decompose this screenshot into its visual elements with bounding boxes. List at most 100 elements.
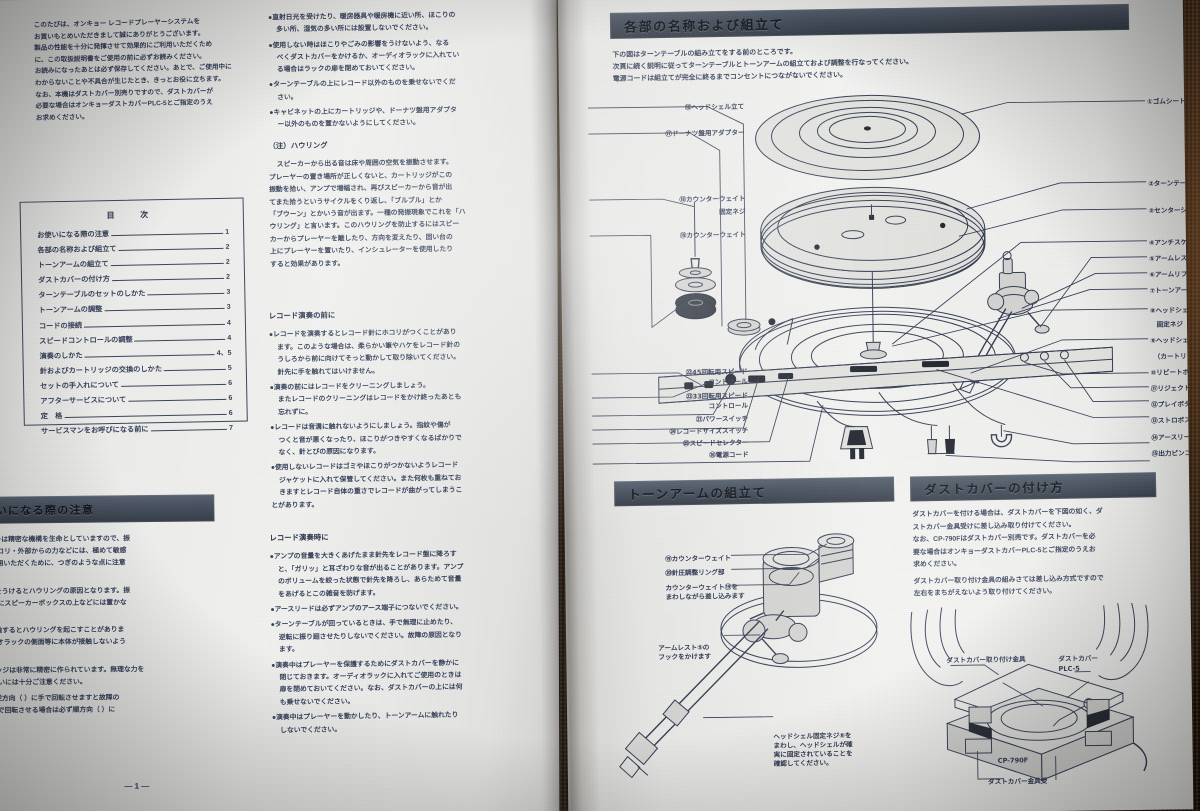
bullet-line: る場合はラックの扉を閉めておいてください。 [276, 64, 419, 74]
diagram-label: （カートリッジ） [1156, 351, 1194, 361]
mid-top-bullets: ●直射日光を受けたり、暖房器具や暖房機に近い所、ほこりの 多い所、湿気の多い所に… [268, 9, 510, 135]
bp-line: なく、針とびの原因になります。 [278, 447, 380, 457]
caution-line: してください。 [0, 568, 198, 582]
toc-leader [104, 308, 225, 312]
toc-leader [134, 338, 226, 342]
page-number: — 1 — [124, 781, 150, 791]
toc-title: 目 次 [106, 210, 158, 221]
toc-entry-label: トーンアームの調整 [38, 304, 103, 315]
right-page: 各部の名称および組立て 下の図はターンテーブルの組み立てをする前のところです。 … [557, 0, 1194, 811]
toc-page-number: 7 [228, 424, 234, 433]
caution-banner-text: お取り扱いになる際の注意 [0, 504, 95, 518]
control-panel-art [658, 346, 1114, 404]
toc-entry-label: 演奏のしかた [39, 350, 83, 361]
main-banner-text: 各部の名称および組立て [623, 16, 785, 35]
toc-leader [120, 383, 227, 387]
dc-line: 求めください。 [913, 560, 961, 569]
dustcover-callout: ダストカバー金具受 [987, 777, 1048, 787]
wp-line: ●アースリードは必ずアンプのアース端子につないでください。 [270, 603, 463, 614]
hands-art [910, 602, 1149, 687]
howling-line: すると効果があります。 [270, 260, 345, 269]
dustcover-callout: ダストカバー取り付け金具 [946, 655, 1026, 665]
left-page: このたびは、オンキョー レコードプレーヤーシステムを お買いもとめいただきまして… [0, 0, 560, 811]
dustcover-callout: CP-790F [997, 756, 1029, 765]
tonearm-callout: 確認してください。 [773, 758, 833, 768]
bullet-line: ー以外のものを置かないようにしてください。 [277, 119, 420, 129]
toc-row[interactable]: 定 格 6 [41, 408, 233, 422]
rubber-mat-art [755, 94, 981, 180]
toc-row[interactable]: 演奏のしかた 4、5 [39, 348, 231, 362]
toc-entry-label: お使いになる際の注意 [37, 229, 110, 240]
tonearm-banner-text: トーンアームの組立て [628, 485, 767, 503]
toc-leader [84, 323, 226, 328]
diagram-label: ⑬ストロボスコープ [1151, 415, 1194, 425]
diagram-label: ⑨ヘッドシェル [1150, 336, 1194, 345]
toc-entry-label: スピードコントロールの調整 [39, 334, 133, 346]
toc-page-number: 1 [225, 228, 230, 236]
intro-paragraph: このたびは、オンキョー レコードプレーヤーシステムを お買いもとめいただきまして… [34, 15, 241, 131]
wp-line: も乗せないでください。 [279, 698, 355, 707]
diagram-label: 固定ネジ [1149, 320, 1184, 329]
toc-entry-label: ダストカバーの付け方 [37, 274, 111, 285]
toc-page-number: 2 [226, 274, 231, 282]
toc-row[interactable]: トーンアームの組立て 2 [38, 257, 230, 271]
dustcover-callout: ダストカバー [1058, 654, 1099, 664]
counterweight-art [674, 201, 717, 320]
bp-line: 針先に手を触れてはいけません。 [277, 367, 379, 376]
bullet-line: 多い所、湿気の多い所には設置しないでください。 [276, 24, 433, 34]
toc-page-number: 2 [225, 258, 230, 267]
diagram-label: ③センターシャフト [1148, 205, 1194, 215]
toc-leader [84, 353, 215, 358]
diagram-label: ⑧ヘッドシェル [1149, 306, 1194, 315]
toc-row[interactable]: お使いになる際の注意 1 [37, 227, 229, 241]
dustcover-banner: ダストカバーの付け方 [909, 472, 1157, 502]
toc-row[interactable]: ダストカバーの付け方 2 [38, 272, 230, 286]
toc-page-number: 6 [228, 409, 233, 417]
tonearm-callout: ⑳針圧調整リング部 [665, 568, 725, 578]
caution-line: まわしてください。 [0, 715, 200, 729]
toc-entry-label: トーンアームの組立て [37, 259, 109, 270]
tonearm-assembly-diagram [612, 507, 906, 781]
howling-heading: （注）ハウリング [268, 140, 328, 151]
while-play-heading: レコード演奏時に [269, 532, 329, 543]
platter-art [760, 186, 986, 289]
toc-leader [118, 248, 224, 252]
toc-page-number: 4、5 [216, 349, 232, 357]
toc-entry-label: アフターサービスについて [40, 394, 127, 406]
diagram-label: ⑭アースリード [1151, 433, 1194, 442]
caution-line: にご注意ください。 [0, 648, 199, 662]
toc-leader [64, 414, 227, 419]
toc-entry-label: コードの接続 [38, 320, 83, 331]
toc-leader [110, 263, 224, 267]
toc-leader [111, 278, 225, 282]
toc-page-number: 6 [228, 379, 233, 387]
wp-line: をあげるとこの雑音を防げます。 [278, 589, 380, 598]
diagram-label: ⑪リジェクトボタン [1150, 383, 1194, 393]
tonearm-callout: ⑲カウンターウェイト [664, 554, 732, 564]
toc-row[interactable]: ターンテーブルのセットのしかた 3 [38, 287, 230, 301]
toc-page-number: 3 [226, 289, 231, 297]
toc-page-number: 5 [227, 364, 232, 372]
diagram-label: ⑥アームリフター [1149, 269, 1194, 279]
toc-entry-label: 各部の名称および組立て [37, 244, 117, 255]
tonearm-callout: まわしながら差し込みます [665, 591, 745, 602]
toc-entry-label: ターンテーブルのセットのしかた [38, 288, 146, 300]
toc-entry-label: 定 格 [40, 411, 63, 421]
turntable-exploded-diagram [588, 71, 1154, 478]
toc-leader [128, 398, 227, 402]
dustcover-body: ダストカバーを付ける場合は、ダストカバーを下図の如く、ダ ストカバー金具受けに差… [912, 505, 1146, 601]
caution-banner: お取り扱いになる際の注意 [0, 494, 215, 525]
diagram-label: ⑦トーンアーム [1149, 286, 1194, 295]
diagram-label: ⑩リピートボタン [1150, 367, 1194, 377]
caution-body: ●レコードプレーヤーは精密な機構を生命としていますので、振 動・湿度・温度・ホコ… [0, 533, 200, 730]
bp-line: とがあります。 [271, 501, 319, 510]
